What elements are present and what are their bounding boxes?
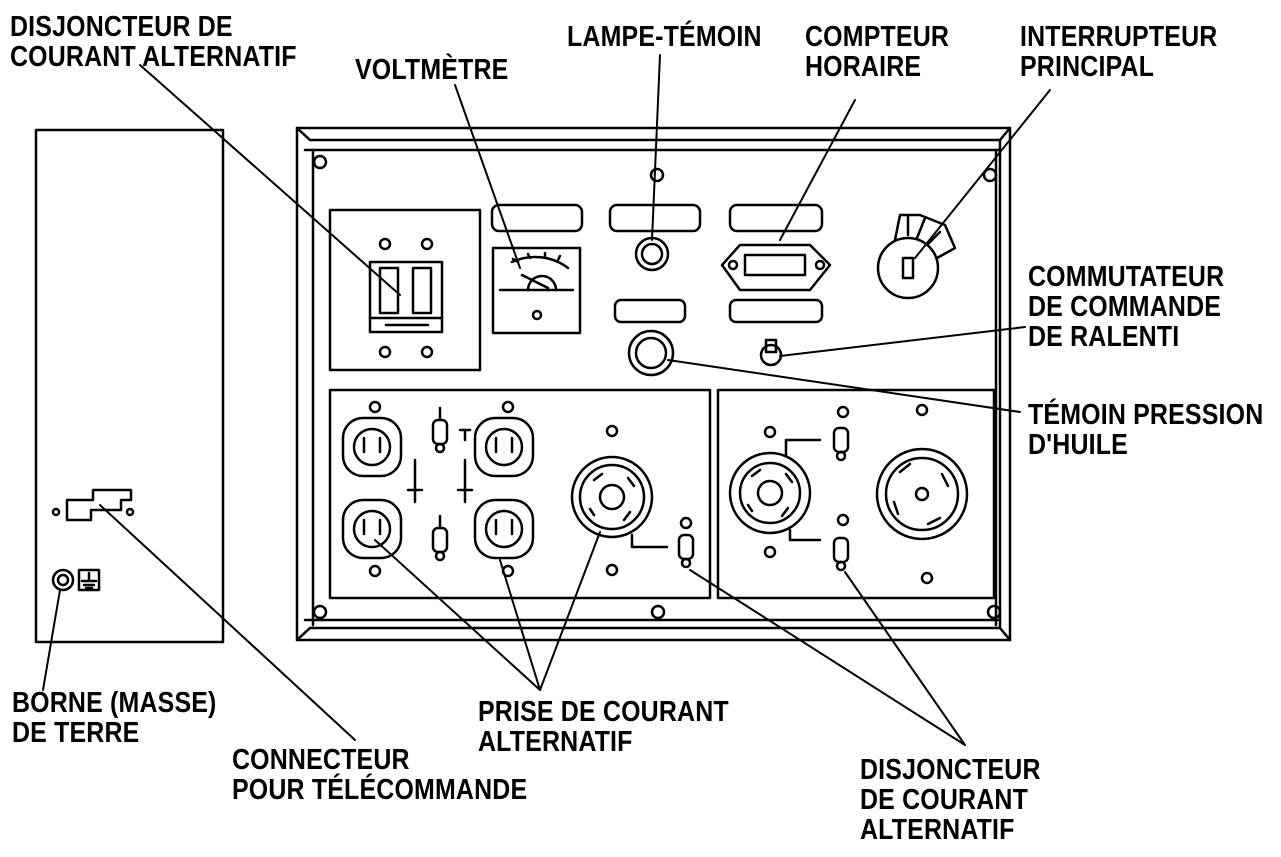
- label-voltmeter: VOLTMÈTRE: [355, 54, 509, 86]
- label-hour-meter: COMPTEUR HORAIRE: [805, 21, 950, 83]
- leader-remote: [99, 504, 356, 741]
- label-pilot-lamp: LAMPE-TÉMOIN: [567, 21, 762, 53]
- leader-outlet-3: [539, 531, 601, 691]
- screw-bottom-right: [986, 604, 1002, 620]
- oil-pressure-indicator: [627, 329, 675, 377]
- label-ac-breaker-top: DISJONCTEUR DE COURANT ALTERNATIF: [10, 11, 297, 73]
- label-oil-pressure: TÉMOIN PRESSION D'HUILE: [1028, 399, 1264, 461]
- leader-voltmeter: [454, 84, 521, 269]
- main-panel-frame: [295, 126, 1012, 642]
- leader-lines: [42, 54, 1051, 746]
- duplex-receptacle-4: [473, 498, 535, 560]
- label-ground-terminal: BORNE (MASSE) DE TERRE: [12, 687, 217, 749]
- leader-outlet-2: [499, 559, 541, 691]
- breaker-button-1: [431, 406, 472, 454]
- label-plates: [490, 203, 824, 324]
- breaker-button-4: [832, 426, 850, 462]
- hour-meter: [720, 243, 832, 292]
- voltmeter: [491, 246, 582, 335]
- leader-outlet-1: [374, 539, 541, 691]
- breaker-button-3: [677, 516, 695, 569]
- screw-top-right: [982, 167, 998, 183]
- screw-bottom-mid: [650, 604, 666, 620]
- remote-control-connector: [51, 488, 135, 522]
- side-panel: [34, 128, 225, 644]
- screw-bottom-left: [312, 604, 328, 620]
- duplex-receptacle-2: [473, 416, 535, 478]
- twist-lock-receptacle-right: [875, 447, 969, 541]
- leader-idle-switch: [779, 326, 1026, 357]
- duplex-receptacle-3: [341, 498, 403, 560]
- leader-breaker-b1: [689, 569, 966, 746]
- leader-main-switch: [914, 89, 1051, 259]
- label-idle-switch: COMMUTATEUR DE COMMANDE DE RALENTI: [1028, 261, 1225, 353]
- main-switch: [876, 213, 957, 300]
- leader-ground: [42, 589, 61, 691]
- label-main-switch: INTERRUPTEUR PRINCIPAL: [1020, 21, 1218, 83]
- outlet-box-left: [328, 388, 712, 600]
- leader-hour-meter: [779, 99, 856, 241]
- ac-breaker-main: [328, 208, 482, 372]
- twist-lock-receptacle-mid: [728, 451, 812, 535]
- breaker-button-2: [431, 514, 449, 562]
- breaker-button-5: [832, 536, 850, 572]
- leader-oil-pressure: [667, 359, 1021, 413]
- leader-pilot-lamp: [651, 54, 661, 241]
- label-ac-breaker-bottom: DISJONCTEUR DE COURANT ALTERNATIF: [860, 754, 1041, 846]
- idle-control-switch: [759, 338, 783, 367]
- label-remote-connector: CONNECTEUR POUR TÉLÉCOMMANDE: [232, 744, 528, 806]
- duplex-receptacle-1: [341, 416, 403, 478]
- ground-terminal: [51, 568, 101, 592]
- screw-top-left: [312, 154, 328, 170]
- screw-top-mid: [649, 167, 665, 183]
- outlet-box-right: [716, 388, 996, 600]
- leader-ac-breaker-top: [139, 64, 401, 296]
- twist-lock-receptacle-left: [570, 455, 654, 539]
- pilot-lamp: [634, 236, 670, 272]
- label-ac-outlet: PRISE DE COURANT ALTERNATIF: [478, 696, 729, 758]
- leader-breaker-b2: [844, 571, 966, 746]
